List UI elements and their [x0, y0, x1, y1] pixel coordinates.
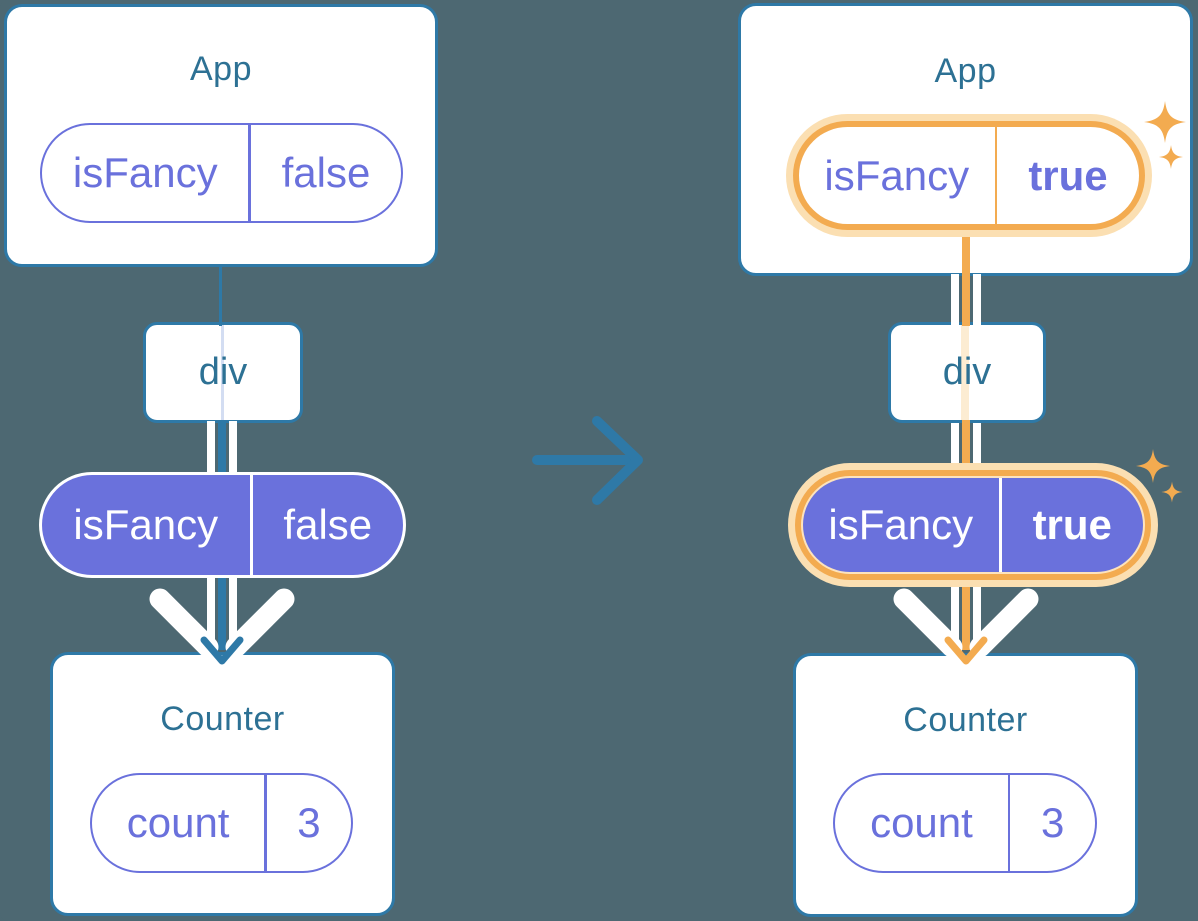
transition-arrow-icon [532, 416, 643, 505]
app-title-after: App [934, 52, 997, 90]
prop-pill-before: isFancy false [42, 475, 403, 575]
state-key: count [126, 799, 230, 846]
arrow-wing-left [893, 588, 963, 658]
pill-divider [994, 127, 997, 224]
prop-flow-arrow [149, 572, 295, 665]
state-line [219, 266, 222, 326]
sparkle-icon [1136, 449, 1183, 503]
counter-state-pill-after: count 3 [833, 773, 1097, 873]
counter-state-pill-before: count 3 [90, 773, 353, 873]
pill-divider [249, 475, 253, 575]
div-node-before: div [143, 322, 303, 423]
arrow-wing-right [969, 588, 1039, 658]
pill-divider [248, 125, 251, 221]
state-value: 3 [1041, 799, 1065, 846]
prop-key: isFancy [72, 149, 218, 196]
app-prop-pill-after: isFancy true [799, 127, 1139, 224]
prop-pill-after: isFancy true [803, 478, 1143, 572]
prop-value: false [283, 501, 373, 548]
arrow-wing-left [149, 588, 219, 658]
state-key: count [870, 799, 973, 846]
app-title-before: App [190, 50, 252, 88]
div-label: div [942, 351, 992, 393]
app-prop-pill-before: isFancy false [40, 123, 403, 223]
prop-flow-arrow-highlighted [893, 580, 1039, 665]
div-node-after: div [888, 322, 1046, 423]
prop-value: true [1032, 501, 1112, 548]
prop-key: isFancy [828, 501, 974, 548]
prop-pipe [207, 421, 237, 478]
state-value: 3 [297, 799, 321, 846]
prop-key: isFancy [73, 501, 219, 548]
counter-title-before: Counter [160, 700, 285, 738]
div-label: div [198, 351, 248, 393]
pill-divider [1007, 775, 1011, 871]
prop-line-pale [961, 325, 969, 420]
pill-divider [998, 478, 1002, 572]
prop-key: isFancy [824, 151, 970, 199]
state-line-pale [221, 325, 224, 420]
pill-divider [264, 775, 267, 871]
arrow-wing-right [225, 588, 295, 658]
prop-value: true [1028, 151, 1108, 199]
prop-value: false [281, 149, 371, 196]
counter-title-after: Counter [903, 701, 1028, 739]
